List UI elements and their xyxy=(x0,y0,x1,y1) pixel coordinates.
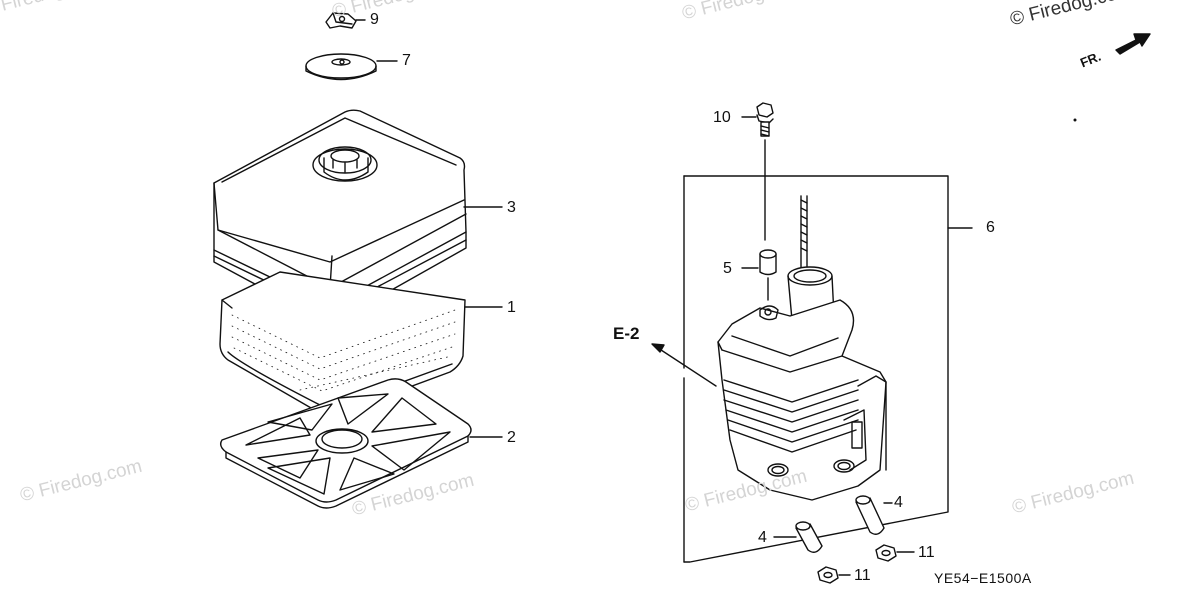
part-4-tube-upper xyxy=(855,495,893,535)
part-11-nut-lower xyxy=(817,566,851,584)
callout-4-upper: 4 xyxy=(894,494,903,511)
part-10-bolt xyxy=(741,102,774,241)
callout-9: 9 xyxy=(370,11,379,28)
callout-11-upper: 11 xyxy=(918,544,935,561)
part-7-cap xyxy=(305,53,398,81)
reference-e2: E-2 xyxy=(613,324,640,343)
callout-10: 10 xyxy=(713,109,731,126)
callout-4-lower: 4 xyxy=(758,529,767,546)
callout-7: 7 xyxy=(402,52,411,69)
part-2-gasket xyxy=(219,378,503,509)
part-11-nut-upper xyxy=(875,544,915,562)
front-arrow-icon xyxy=(1115,33,1151,55)
callout-2: 2 xyxy=(507,429,516,446)
part-4-tube-lower xyxy=(773,521,823,553)
callout-6: 6 xyxy=(986,219,995,236)
part-5-sleeve xyxy=(741,249,777,301)
callout-1: 1 xyxy=(507,299,516,316)
part-6-frame xyxy=(683,175,973,563)
e2-arrow xyxy=(651,343,717,387)
callout-5: 5 xyxy=(723,260,732,277)
callout-11-lower: 11 xyxy=(854,567,871,584)
part-6-case xyxy=(717,195,887,501)
part-9-clip xyxy=(325,12,366,29)
stray-dot xyxy=(1073,118,1077,122)
callout-3: 3 xyxy=(507,199,516,216)
diagram-code: YE54−E1500A xyxy=(934,570,1032,586)
